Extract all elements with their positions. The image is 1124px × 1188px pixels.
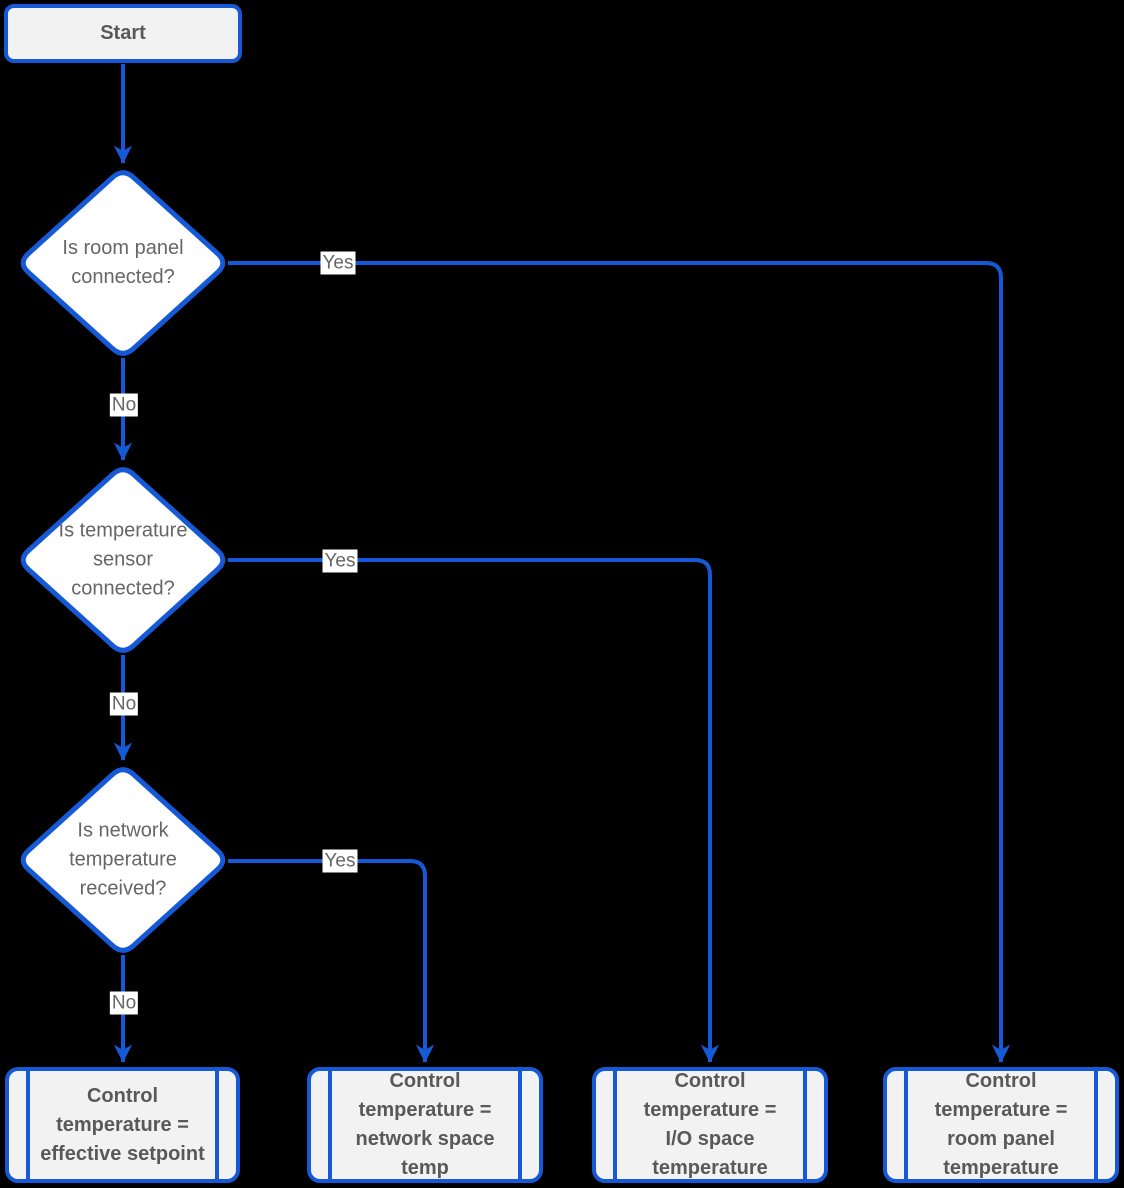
outcome-node-io-space-temperature: Control temperature = I/O space temperat… (592, 1067, 828, 1183)
edge-label-no-2: No (109, 692, 139, 716)
predefined-process-bar (803, 1071, 807, 1179)
decision-diamond-temp-sensor (20, 467, 226, 653)
predefined-process-bar (518, 1071, 522, 1179)
predefined-process-bar (1094, 1071, 1098, 1179)
predefined-process-bar (328, 1071, 332, 1179)
outcome-label: Control temperature = effective setpoint (40, 1084, 205, 1165)
predefined-process-bar (904, 1071, 908, 1179)
connector-decision-2-yes (228, 558, 720, 1063)
outcome-label: Control temperature = network space temp (355, 1070, 495, 1179)
outcome-label: Control temperature = room panel tempera… (934, 1070, 1068, 1179)
decision-diamond-network-temp (20, 767, 226, 953)
predefined-process-bar (613, 1071, 617, 1179)
decision-2-label: Is temperature sensor connected? (58, 519, 188, 600)
edge-label-yes-1: Yes (320, 251, 356, 275)
decision-3-label: Is network temperature received? (69, 819, 177, 900)
predefined-process-bar (26, 1071, 30, 1179)
edge-label-no-3: No (109, 991, 139, 1015)
connector-decision-3-yes (228, 859, 435, 1063)
outcome-label: Control temperature = I/O space temperat… (643, 1070, 777, 1179)
edge-label-yes-3: Yes (322, 849, 358, 873)
outcome-node-effective-setpoint: Control temperature = effective setpoint (5, 1067, 240, 1183)
edge-label-yes-2: Yes (322, 549, 358, 573)
connector-decision-1-yes (228, 261, 1011, 1063)
predefined-process-bar (215, 1071, 219, 1179)
start-node-label: Start (100, 22, 146, 44)
outcome-node-room-panel-temperature: Control temperature = room panel tempera… (883, 1067, 1119, 1183)
decision-diamond-room-panel (20, 170, 226, 356)
edge-label-no-1: No (109, 393, 139, 417)
start-node: Start (4, 4, 242, 63)
decision-1-label: Is room panel connected? (62, 237, 184, 288)
outcome-node-network-space-temp: Control temperature = network space temp (307, 1067, 543, 1183)
